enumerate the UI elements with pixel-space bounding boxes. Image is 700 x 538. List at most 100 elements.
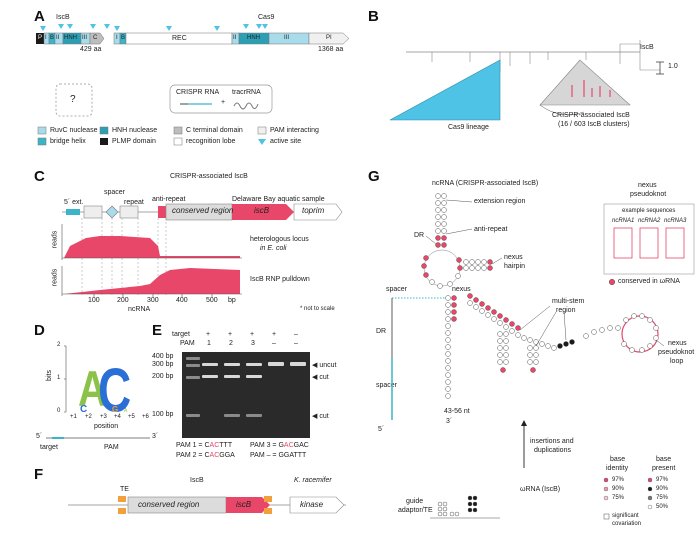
lane4-pam: –	[272, 340, 276, 347]
lane1-uncut	[202, 363, 218, 366]
lane2-cut	[224, 375, 240, 378]
identity-97: 97%	[612, 477, 625, 483]
heterologous-label: heterologous locus	[250, 236, 309, 243]
pseudoknot-box-title: nexus	[638, 182, 657, 189]
lane3-cut-small	[246, 414, 262, 417]
lane3-target: +	[250, 331, 255, 338]
pos-6: +6	[142, 414, 149, 420]
tick-500: 500	[206, 297, 218, 304]
ytick-1: 1	[57, 375, 61, 381]
cut-label-2: ◀ cut	[312, 413, 329, 420]
crispr-iscb-count: (16 / 603 IscB clusters)	[558, 121, 630, 128]
target-label-d: target	[40, 444, 58, 451]
gel-image	[182, 352, 310, 438]
pam1-definition: PAM 1 = CACTTT	[176, 442, 233, 449]
present-legend-title2: present	[652, 465, 676, 472]
panel-letter-b: B	[368, 8, 379, 25]
identity-legend-title: base	[610, 456, 626, 463]
duplications-label: duplications	[534, 447, 571, 454]
toprim-gene: toprim	[302, 206, 325, 215]
sample-label: Delaware Bay aquatic sample	[232, 196, 325, 203]
not-to-scale: * not to scale	[300, 306, 335, 312]
ladder-400: 400 bp	[152, 353, 174, 360]
lane1-target: +	[206, 331, 211, 338]
cas9-domain-rec: REC	[172, 35, 187, 42]
iscb-gene-f: iscB	[236, 500, 252, 509]
legend-recognition: recognition lobe	[186, 138, 236, 145]
iscb-domain-hnh: HNH	[64, 35, 77, 41]
seq-name-3: ncRNA3	[664, 218, 687, 224]
te-label: TE	[120, 486, 129, 493]
nexus-hairpin-label2: hairpin	[504, 263, 526, 270]
dr-side-label: DR	[376, 328, 387, 335]
legend-pam-interacting: PAM interacting	[270, 127, 319, 134]
repeat-label: repeat	[124, 199, 144, 206]
lane2-pam: 2	[229, 340, 233, 347]
ytick-2: 2	[57, 342, 61, 348]
iscb-length: 429 aa	[80, 46, 102, 53]
identity-legend-title2: identity	[606, 465, 629, 472]
cas9-domain-pi: PI	[326, 35, 332, 41]
iscb-locus-label-f: IscB	[190, 477, 204, 484]
anti-repeat-label: anti-repeat	[152, 196, 186, 203]
lane5-target: –	[294, 331, 298, 338]
length-label: 43-56 nt	[444, 408, 470, 415]
iscb-gene-label: IscB	[56, 14, 70, 21]
present-75: 75%	[656, 495, 669, 501]
position-axis-label: position	[94, 423, 119, 430]
pam2-definition: PAM 2 = CACGGA	[176, 452, 235, 459]
svg-text:G: G	[112, 405, 118, 414]
lane5-uncut	[290, 362, 306, 366]
pos-4: +4	[114, 414, 121, 420]
ytick-0: 0	[57, 408, 61, 414]
ladder-band-400	[186, 357, 200, 360]
nexus-label: nexus	[452, 286, 471, 293]
tick-300: 300	[147, 297, 159, 304]
bp-unit: bp	[228, 297, 236, 304]
present-50: 50%	[656, 504, 669, 510]
ladder-band-300	[186, 364, 200, 367]
iscb-domain-p: P	[38, 35, 43, 41]
lane2-target: +	[228, 331, 233, 338]
plus-sign: +	[221, 99, 226, 106]
cas9-lineage-label: Cas9 lineage	[448, 124, 489, 131]
legend-bridge-helix: bridge helix	[50, 138, 86, 145]
cas9-domain-hnh: HNH	[247, 35, 260, 41]
panel-g-title: ncRNA (CRISPR-associated IscB)	[432, 180, 539, 187]
pulldown-label: IscB RNP pulldown	[250, 276, 310, 283]
crispr-rna-label: CRISPR RNA	[176, 89, 220, 96]
anti-repeat-g-label: anti-repeat	[474, 226, 508, 233]
panel-letter-d: D	[34, 322, 45, 339]
lane1-pam: 1	[207, 340, 211, 347]
tick-400: 400	[176, 297, 188, 304]
identity-75: 75%	[612, 495, 625, 501]
active-site-icons	[40, 24, 268, 31]
svg-text:A: A	[124, 408, 128, 414]
tick-100: 100	[88, 297, 100, 304]
pseudoknot-loop-label2: pseudoknot	[658, 349, 695, 356]
example-seqs-label: example sequences	[622, 208, 676, 214]
spacer-g-label: spacer	[386, 286, 408, 293]
spacer-label: spacer	[104, 189, 126, 196]
lane3-pam: 3	[251, 340, 255, 347]
extension-region-label: extension region	[474, 198, 526, 205]
covariation-label: significant	[612, 513, 639, 519]
lane3-cut	[246, 375, 262, 378]
lane3-uncut	[246, 363, 262, 366]
panel-letter-e: E	[152, 322, 163, 339]
pos-3: +3	[100, 414, 107, 420]
three-prime-d: 3´	[152, 433, 159, 440]
iscb-domain-i: I	[45, 35, 47, 41]
svg-text:A: A	[78, 361, 107, 417]
dr-top-label: DR	[414, 232, 425, 239]
svg-text:C: C	[80, 404, 87, 415]
pos-5: +5	[128, 414, 135, 420]
lane2-cut-small	[224, 414, 240, 417]
panel-letter-f: F	[34, 466, 44, 483]
